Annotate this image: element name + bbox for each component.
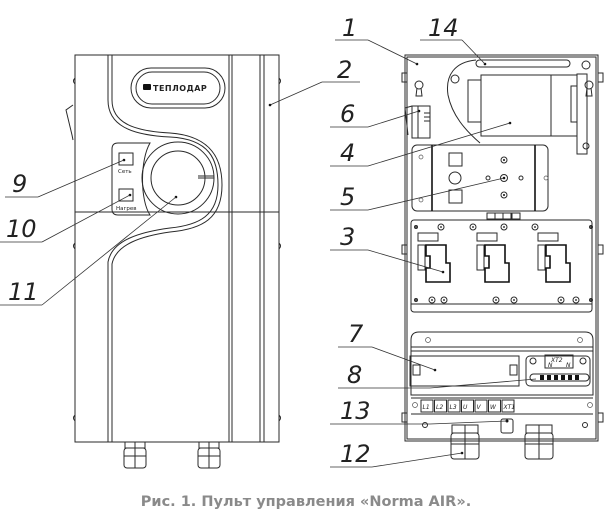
logo-icon [143, 84, 151, 90]
front-view: ТЕПЛОДАР Сеть Нагрев [65, 54, 281, 469]
transformer [467, 73, 590, 155]
terminal-cell: V [474, 399, 488, 413]
terminal-cell: L3 [447, 399, 461, 413]
terminal-label: U [463, 404, 468, 411]
brand-logo: ТЕПЛОДАР [130, 67, 226, 109]
power-indicator [118, 152, 134, 166]
contactor [404, 105, 431, 139]
callout-5: 5 [340, 183, 355, 211]
callout-13: 13 [340, 397, 371, 425]
brand-logo-text: ТЕПЛОДАР [153, 84, 207, 93]
din-rail-assembly: XT2 N N [409, 331, 594, 396]
power-indicator-label: Сеть [118, 169, 132, 175]
terminal-cell: W [488, 399, 501, 413]
terminal-cell: L1 [420, 399, 434, 413]
terminal-label: L1 [423, 404, 430, 411]
terminal-label: V [477, 404, 482, 411]
cable-glands [450, 424, 554, 460]
callout-8: 8 [347, 361, 362, 389]
terminal-cell: L2 [434, 399, 447, 413]
callout-14: 14 [428, 14, 459, 42]
terminal-cell: XT1 [501, 399, 516, 413]
callout-1: 1 [342, 14, 357, 42]
terminal-xt1: L1 L2 L3 U V W XT1 [411, 397, 593, 415]
svg-text:XT2: XT2 [550, 357, 563, 364]
callout-2: 2 [337, 56, 352, 84]
svg-text:N: N [566, 362, 571, 369]
figure-caption: Рис. 1. Пульт управления «Norma AIR». [140, 494, 472, 510]
callout-11: 11 [8, 278, 39, 306]
terminal-label: L2 [436, 404, 443, 411]
control-panel [111, 142, 151, 216]
terminal-label: W [490, 404, 497, 411]
terminal-xt2 [525, 355, 591, 387]
heating-indicator [118, 188, 134, 202]
terminal-label: XT1 [503, 404, 516, 411]
callout-10: 10 [6, 215, 37, 243]
thermostat-knob [150, 150, 206, 206]
callouts: 1 14 2 6 4 5 3 7 8 13 12 9 [0, 14, 537, 468]
terminal-cell: U [461, 399, 474, 413]
front-body [74, 54, 280, 443]
front-cable-glands [123, 441, 221, 469]
housing-base [404, 54, 599, 442]
callout-6: 6 [340, 100, 355, 128]
control-board [411, 144, 549, 220]
terminal-label: L3 [450, 404, 457, 411]
callout-4: 4 [340, 139, 355, 167]
relay [537, 232, 571, 283]
heating-indicator-label: Нагрев [116, 206, 137, 212]
callout-3: 3 [340, 223, 355, 251]
internal-view: XT2 N N L1 L2 L3 U V W XT1 [401, 54, 604, 460]
circuit-breaker [409, 355, 520, 387]
relay-block [410, 219, 593, 313]
mount-clip [65, 104, 74, 141]
relay [476, 232, 510, 283]
callout-12: 12 [340, 440, 371, 468]
svg-text:N: N [548, 362, 553, 369]
callout-7: 7 [348, 320, 364, 348]
callout-9: 9 [12, 170, 27, 198]
relay [417, 232, 451, 283]
ventilation-slot [475, 59, 571, 68]
